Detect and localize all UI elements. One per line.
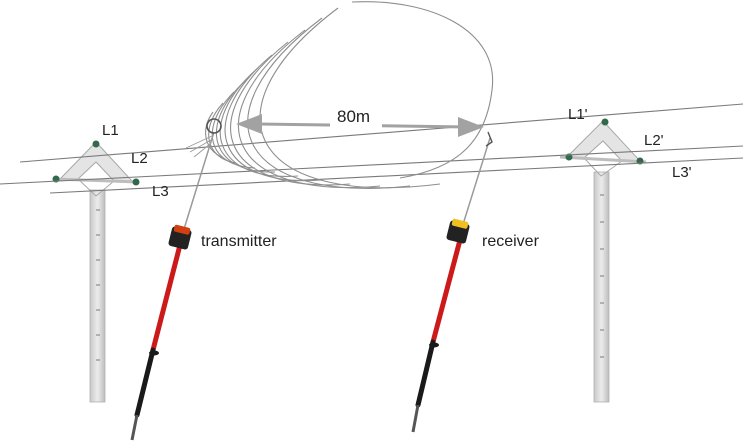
arrow-left-icon [236,114,262,134]
insulator-icon [92,140,100,148]
label-l2-prime: L2' [644,132,664,149]
label-l1: L1 [102,122,119,139]
insulator-icon [601,118,609,126]
transmitter-stick [130,118,222,441]
label-l3: L3 [152,183,169,200]
hook-icon [206,118,222,134]
distance-arrow [236,104,484,137]
receiver-label: receiver [482,233,540,250]
clamp-icon [485,131,493,147]
conductors [0,103,743,194]
right-pole [559,118,647,403]
insulator-icon [132,178,140,186]
distance-label: 80m [337,107,370,126]
conductor-l1 [19,103,743,163]
transmitter-label: transmitter [201,233,277,250]
conductor-l3 [49,157,743,194]
label-l3-prime: L3' [672,164,692,181]
arrow-right-icon [458,117,484,137]
radio-waves [205,1,494,189]
label-l2: L2 [131,150,148,167]
label-l1-prime: L1' [568,106,588,123]
receiver-stick [411,131,493,433]
left-pole [52,140,140,403]
conductor-l2 [0,145,743,185]
